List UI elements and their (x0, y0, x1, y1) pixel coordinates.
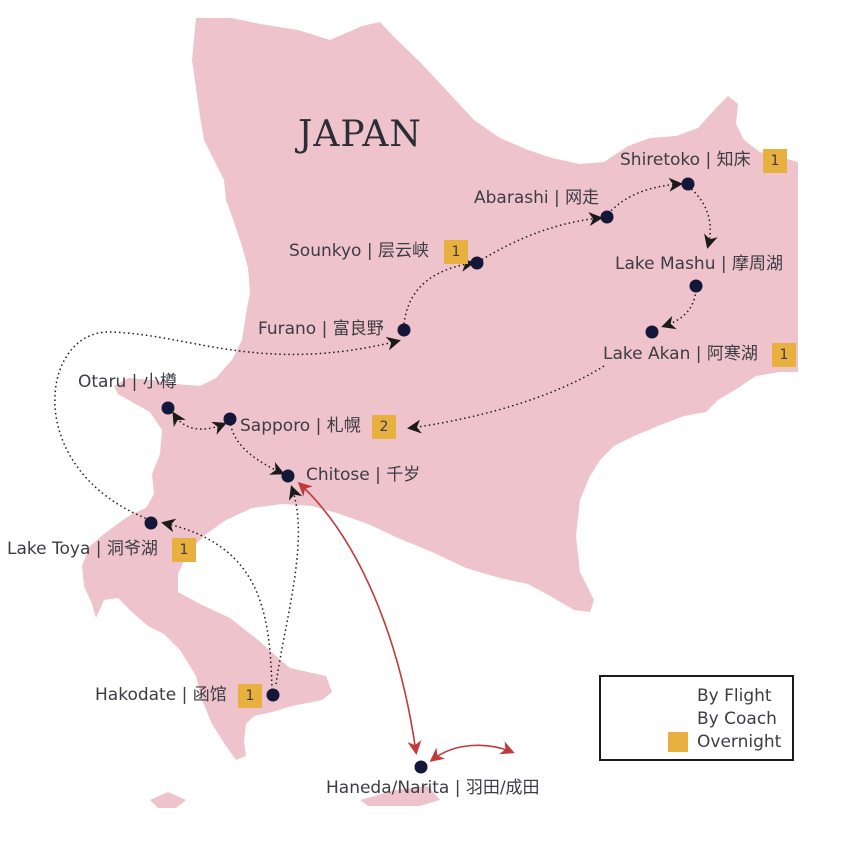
stop-shiretoko-dot (681, 177, 695, 191)
stop-label-sounkyo: Sounkyo | 层云峡 (289, 241, 429, 261)
stop-lake-mashu-dot (689, 279, 703, 293)
coach-routes (54, 177, 718, 691)
stop-label-lake-akan: Lake Akan | 阿寒湖 (603, 344, 758, 364)
stop-lake-akan-dot (645, 325, 659, 339)
stop-otaru-dot (161, 401, 175, 415)
stop-label-chitose: Chitose | 千岁 (306, 465, 421, 485)
stop-label-hakodate: Hakodate | 函馆 (95, 685, 227, 705)
flight-routes (297, 481, 515, 762)
stop-label-lake-toya: Lake Toya | 洞爷湖 (7, 539, 158, 559)
route-furano-sounkyo (403, 257, 475, 325)
route-flight-chitose-tokyo (297, 481, 422, 755)
route-flight-tokyo-onward (429, 741, 515, 762)
legend-coach-label: By Coach (697, 709, 777, 729)
legend-flight-label: By Flight (697, 686, 772, 706)
stop-sounkyo-dot (470, 256, 484, 270)
stop-label-sapporo: Sapporo | 札幌 (240, 416, 361, 436)
route-hakodate-chitose (275, 485, 303, 685)
overnight-badge-lake-akan: 1 (772, 343, 796, 367)
stop-label-shiretoko: Shiretoko | 知床 (620, 150, 751, 170)
map-legend: By Flight By Coach Overnight (599, 675, 794, 761)
hokkaido-landmass (82, 18, 798, 808)
route-otaru-sapporo (172, 411, 227, 435)
route-lakemashu-lakeakan (661, 289, 697, 330)
stop-label-furano: Furano | 富良野 (258, 319, 384, 339)
route-shiretoko-lakemashu (687, 185, 718, 249)
stop-markers (144, 177, 703, 774)
legend-overnight-label: Overnight (697, 732, 782, 752)
stop-hakodate-dot (266, 688, 280, 702)
stop-abarashi-dot (600, 210, 614, 224)
map-title: JAPAN (298, 114, 422, 155)
overnight-badge-hakodate: 1 (238, 684, 262, 708)
stop-label-haneda-narita: Haneda/Narita | 羽田/成田 (326, 778, 540, 798)
stop-label-otaru: Otaru | 小樽 (78, 372, 177, 392)
overnight-badge-sounkyo: 1 (444, 240, 468, 264)
overnight-badge-sapporo: 2 (372, 415, 396, 439)
route-sounkyo-abarashi (477, 212, 603, 263)
stop-sapporo-dot (223, 412, 237, 426)
stop-lake-toya-dot (144, 516, 158, 530)
stop-label-lake-mashu: Lake Mashu | 摩周湖 (615, 254, 784, 274)
stop-furano-dot (397, 323, 411, 337)
stop-label-abarashi: Abarashi | 网走 (474, 188, 600, 208)
overnight-badge-shiretoko: 1 (763, 149, 787, 173)
overnight-badge-lake-toya: 1 (172, 538, 196, 562)
stop-chitose-dot (281, 469, 295, 483)
legend-overnight-swatch (668, 732, 688, 752)
stop-haneda-narita-dot (414, 760, 428, 774)
